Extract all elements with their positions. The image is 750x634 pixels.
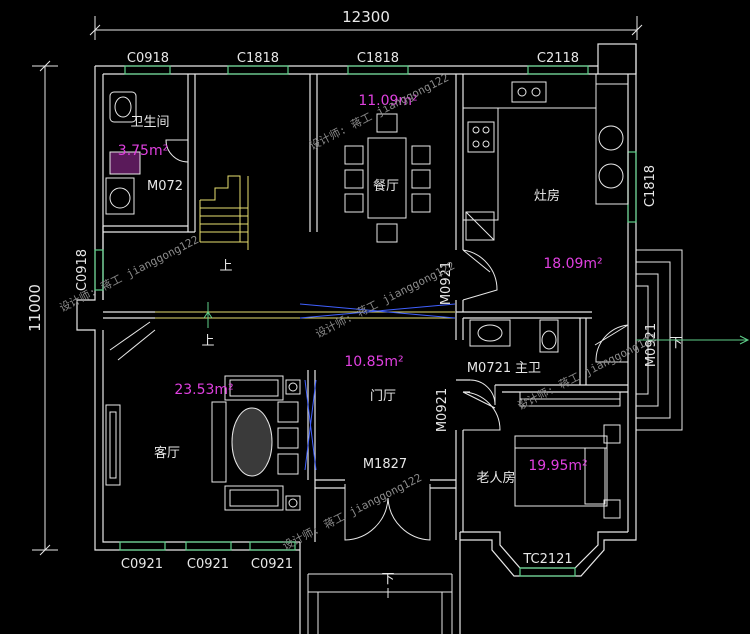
window-c1818-top-2 xyxy=(347,65,409,75)
door-label-bath: M072 xyxy=(147,179,183,194)
room-name-master-bath: 主卫 xyxy=(515,361,541,376)
watermark-5: 设计师: 蒋工 jianggong122 xyxy=(280,471,423,553)
window-label-bay: TC2121 xyxy=(522,552,572,567)
entry-steps xyxy=(307,573,453,634)
stair-up-label-1: 上 xyxy=(219,259,232,274)
window-label-top-3: C1818 xyxy=(357,51,399,66)
dimension-lines xyxy=(32,16,643,556)
room-name-foyer: 门厅 xyxy=(370,389,396,404)
room-name-dining: 餐厅 xyxy=(373,178,399,194)
landing-lines xyxy=(109,321,156,361)
kitchen-fixtures xyxy=(463,74,629,241)
dining-set xyxy=(344,113,431,243)
room-name-elder: 老人房 xyxy=(476,470,515,486)
width-dimension: 12300 xyxy=(342,8,390,26)
window-c0921-bottom-3 xyxy=(249,541,296,551)
window-c0918-top xyxy=(124,65,171,75)
window-c0921-bottom-1 xyxy=(119,541,166,551)
door-label-master-bath: M0721 xyxy=(467,361,511,376)
window-c0921-bottom-2 xyxy=(185,541,232,551)
room-area-living: 23.53m² xyxy=(174,382,233,398)
elder-room-furniture xyxy=(514,391,621,519)
door-label-kitchen: M0921 xyxy=(439,261,454,305)
window-label-bottom-3: C0921 xyxy=(251,557,293,572)
stair-markers xyxy=(203,302,213,328)
room-name-toilet: 卫生间 xyxy=(130,115,169,130)
room-area-kitchen: 18.09m² xyxy=(543,256,602,272)
room-name-kitchen: 灶房 xyxy=(534,188,560,204)
living-furniture xyxy=(105,375,301,511)
door-label-hall: M0921 xyxy=(435,388,450,432)
window-label-left: C0918 xyxy=(75,249,90,291)
window-label-top-4: C2118 xyxy=(537,51,579,66)
stair-flight xyxy=(155,175,455,319)
window-c1818-top-1 xyxy=(227,65,289,75)
depth-dimension: 11000 xyxy=(26,284,44,332)
window-label-bottom-1: C0921 xyxy=(121,557,163,572)
side-arrow xyxy=(636,335,750,345)
room-area-elder: 19.95m² xyxy=(528,458,587,474)
window-c1818-right xyxy=(627,151,637,223)
window-label-top-2: C1818 xyxy=(237,51,279,66)
room-area-foyer: 10.85m² xyxy=(344,354,403,370)
room-area-toilet: 3.75m² xyxy=(118,143,168,159)
toilet-fixtures xyxy=(105,91,141,215)
entry-down-label: 下 xyxy=(381,572,394,587)
exterior-walls xyxy=(76,43,637,634)
window-label-right: C1818 xyxy=(643,165,658,207)
window-label-bottom-2: C0921 xyxy=(187,557,229,572)
stair-up-label-2: 上 xyxy=(201,334,214,349)
watermark-1: 设计师: 蒋工 jianggong122 xyxy=(307,71,450,153)
window-tc2121 xyxy=(519,567,576,577)
door-label-main: M1827 xyxy=(363,457,407,472)
side-down-label: 下 xyxy=(669,336,682,351)
room-name-living: 客厅 xyxy=(154,445,180,461)
windows xyxy=(94,65,637,577)
watermark-3: 设计师: 蒋工 jianggong122 xyxy=(313,259,456,341)
master-bath-fixtures xyxy=(469,319,559,353)
window-c0918-left xyxy=(94,249,104,291)
window-label-top-1: C0918 xyxy=(127,51,169,66)
doors xyxy=(165,139,629,541)
room-area-dining: 11.09m² xyxy=(358,93,417,109)
window-c2118-top xyxy=(527,65,589,75)
foyer-divider xyxy=(299,303,456,471)
